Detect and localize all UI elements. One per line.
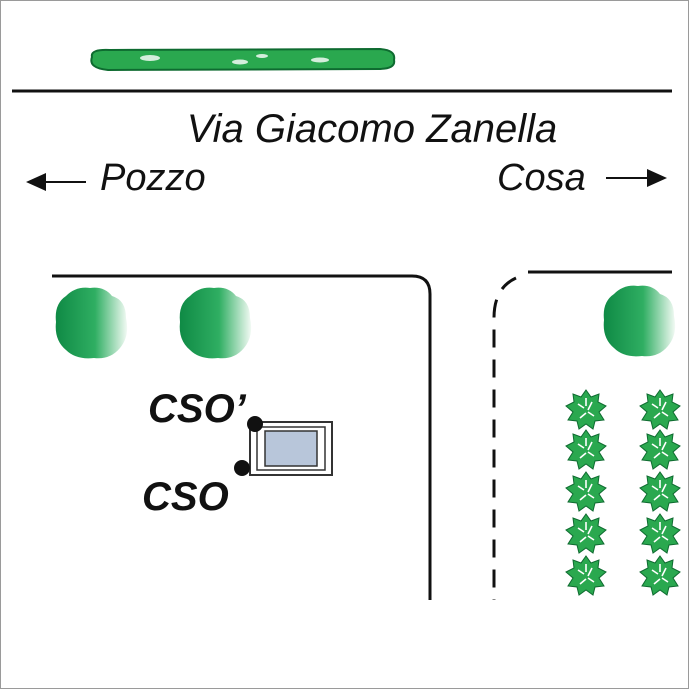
shrub-icon — [565, 555, 607, 596]
direction-left-label: Pozzo — [100, 157, 206, 199]
dashed-curb — [492, 276, 517, 600]
shrub-icon — [639, 429, 681, 470]
shrub-icon — [639, 513, 681, 554]
street-name: Via Giacomo Zanella — [187, 107, 558, 151]
tree-icon — [603, 285, 676, 357]
shrub-column-right — [639, 389, 681, 596]
cso-label: CSO — [142, 475, 229, 519]
cso-prime-point — [247, 416, 263, 432]
tree-icon — [55, 287, 128, 359]
arrow-right-icon — [606, 169, 667, 187]
direction-right-label: Cosa — [497, 157, 586, 199]
shrub-icon — [639, 555, 681, 596]
hedge-icon — [90, 47, 396, 72]
arrow-left-icon — [26, 173, 86, 191]
cso-point — [234, 460, 250, 476]
shrub-icon — [639, 471, 681, 512]
cso-prime-label: CSO’ — [148, 387, 247, 431]
manhole-icon — [249, 421, 333, 476]
shrub-icon — [639, 389, 681, 430]
tree-icon — [179, 287, 252, 359]
shrub-icon — [565, 471, 607, 512]
lot-outline-left — [52, 274, 432, 600]
shrub-icon — [565, 513, 607, 554]
shrub-column-left — [565, 389, 607, 596]
shrub-icon — [565, 389, 607, 430]
shrub-icon — [565, 429, 607, 470]
